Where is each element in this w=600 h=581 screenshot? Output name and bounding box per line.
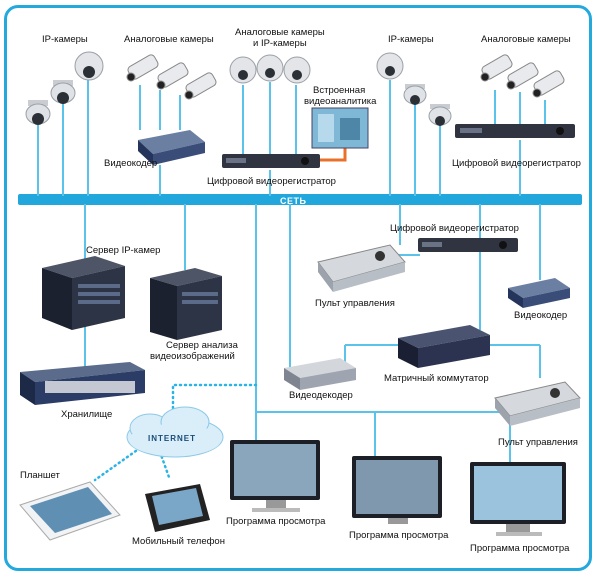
control-panel-icon (494, 381, 581, 426)
viewer-label-1: Программа просмотра (226, 516, 326, 527)
matrix-switch-icon (398, 325, 490, 368)
video-encoder-icon (138, 130, 205, 165)
storage-label: Хранилище (61, 409, 113, 420)
control-panel-icon (317, 244, 406, 292)
analytics-label-2: видеоаналитика (304, 96, 377, 107)
dome-camera-icon (403, 84, 427, 105)
video-encoder-icon (508, 278, 570, 308)
ip-cameras-label-2: IP-камеры (388, 34, 434, 45)
video-decoder-icon (284, 358, 356, 390)
viewer-label-2: Программа просмотра (349, 530, 449, 541)
internet-label: INTERNET (148, 434, 196, 443)
box-camera-icon (376, 52, 404, 80)
ip-cameras-label-1: IP-камеры (42, 34, 88, 45)
dvr-icon (418, 238, 518, 252)
mobile-label: Мобильный телефон (132, 536, 225, 547)
box-camera-icon (283, 56, 311, 84)
server-icon (42, 256, 125, 330)
dvr-label-1: Цифровой видеорегистратор (207, 176, 336, 187)
bullet-camera-icon (532, 70, 565, 98)
bullet-camera-icon (126, 54, 159, 82)
dome-camera-icon (25, 100, 51, 125)
diagram-frame (4, 5, 592, 571)
video-encoder-label-1: Видеокодер (104, 158, 158, 169)
wires (37, 80, 546, 462)
analog-cameras-label-2: Аналоговые камеры (481, 34, 571, 45)
monitor-icon (470, 462, 566, 536)
dvr-label-3: Цифровой видеорегистратор (390, 223, 519, 234)
analog-cameras-label-1: Аналоговые камеры (124, 34, 214, 45)
monitor-icon (352, 456, 442, 524)
bullet-camera-icon (184, 72, 217, 100)
viewer-label-3: Программа просмотра (470, 543, 570, 554)
control-panel-label-2: Пульт управления (498, 437, 578, 448)
box-camera-icon (229, 56, 257, 84)
dvr-label-2: Цифровой видеорегистратор (452, 158, 581, 169)
internet-cloud-icon (126, 406, 224, 458)
video-encoder-label-2: Видеокодер (514, 310, 568, 321)
control-panel-label-1: Пульт управления (315, 298, 395, 309)
ip-server-label: Сервер IP-камер (86, 245, 161, 256)
network-label: СЕТЬ (280, 196, 307, 206)
mobile-phone-icon (145, 484, 210, 532)
bullet-camera-icon (506, 62, 539, 90)
storage-icon (20, 362, 145, 405)
bullet-camera-icon (480, 54, 513, 82)
analytics-screen-icon (311, 107, 369, 149)
monitor-icon (230, 440, 320, 512)
dome-camera-icon (50, 80, 76, 104)
bullet-camera-icon (156, 62, 189, 90)
dome-camera-icon (428, 104, 452, 126)
matrix-switch-label: Матричный коммутатор (384, 373, 489, 384)
analysis-server-label-1: Сервер анализа (166, 340, 238, 351)
analytics-label-1: Встроенная (313, 85, 366, 96)
network-bus (18, 194, 582, 205)
box-camera-icon (256, 54, 284, 82)
box-camera-icon (74, 51, 104, 81)
tablet-label: Планшет (20, 470, 60, 481)
tablet-icon (19, 481, 121, 541)
dvr-icon (455, 124, 575, 138)
video-decoder-label: Видеодекодер (289, 390, 353, 401)
dvr-icon (222, 154, 320, 168)
analysis-server-label-2: видеоизображений (150, 351, 235, 362)
mixed-cameras-label-1: Аналоговые камеры (235, 27, 325, 38)
mixed-cameras-label-2: и IP-камеры (253, 38, 307, 49)
analytics-link (318, 147, 347, 162)
server-icon (150, 268, 222, 340)
